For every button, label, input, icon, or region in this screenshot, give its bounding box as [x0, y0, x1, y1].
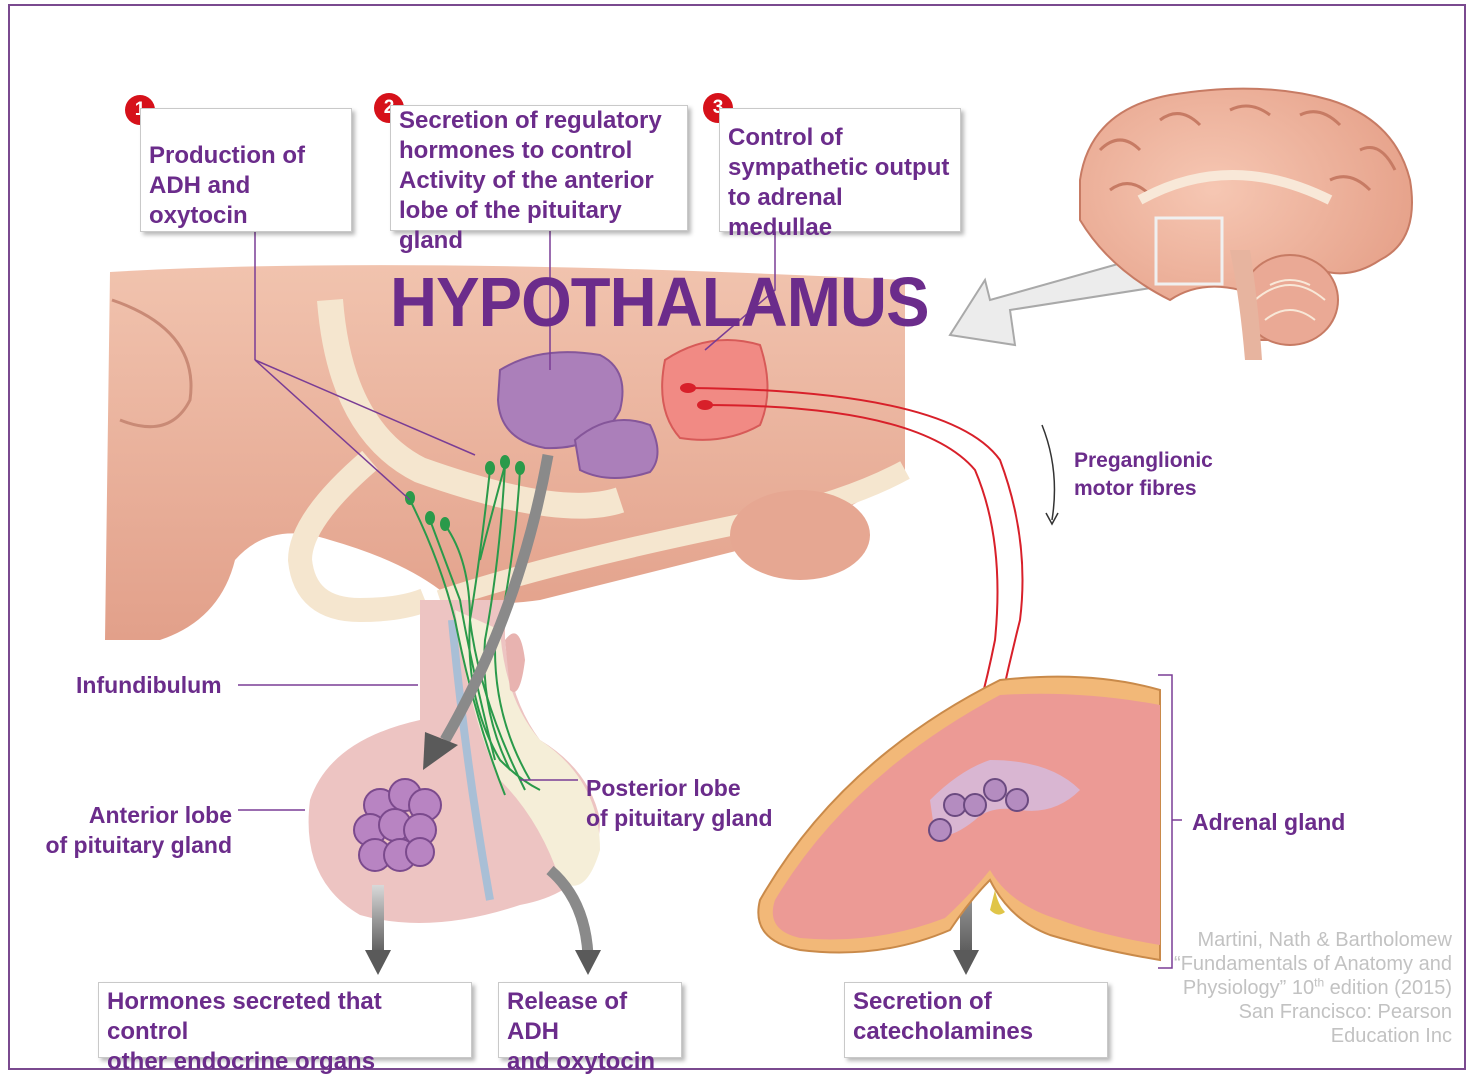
- function-box-regulatory-hormones: Secretion of regulatory hormones to cont…: [390, 105, 688, 254]
- label-line: Anterior lobe: [88, 802, 232, 828]
- output-text-line: and oxytocin: [507, 1048, 656, 1075]
- adrenal-bracket: [1158, 674, 1182, 969]
- figure-frame: [8, 4, 1466, 1070]
- output-box-hormones: Hormones secreted that control other end…: [98, 982, 472, 1075]
- credit-superscript: th: [1314, 975, 1325, 990]
- function-text-line: to adrenal medullae: [728, 184, 843, 241]
- preganglionic-label: Preganglionic motor fibres: [1074, 447, 1213, 503]
- function-box-sympathetic-output: Control of sympathetic output to adrenal…: [719, 108, 961, 241]
- credit-line: Education Inc: [1330, 1025, 1452, 1047]
- credit-line: San Francisco: Pearson: [1238, 1001, 1452, 1023]
- fibre-cell-bodies: [680, 383, 713, 410]
- function-text-line: hormones to control: [399, 137, 633, 164]
- function-text-line: Secretion of regulatory: [399, 107, 662, 134]
- credit-line: Physiology” 10th edition (2015): [1140, 976, 1452, 1000]
- function-text-line: sympathetic output: [728, 154, 950, 181]
- neuron-cell-bodies: [405, 455, 525, 531]
- label-line: motor fibres: [1074, 477, 1197, 500]
- source-credit: Martini, Nath & Bartholomew “Fundamental…: [1140, 928, 1452, 1048]
- anterior-lobe-cells: [353, 778, 442, 872]
- nucleus-regulatory: [496, 351, 659, 480]
- label-line: Posterior lobe: [586, 775, 741, 801]
- output-text-line: Secretion of: [853, 988, 992, 1015]
- anterior-lobe-label: Anterior lobe of pituitary gland: [30, 800, 232, 860]
- credit-line: “Fundamentals of Anatomy and: [1174, 953, 1452, 975]
- output-text-line: Release of ADH: [507, 988, 628, 1045]
- output-box-adh-release: Release of ADH and oxytocin: [498, 982, 682, 1075]
- zoom-arrow: [948, 253, 1172, 347]
- function-text-line: Production of: [149, 142, 305, 169]
- credit-line: Martini, Nath & Bartholomew: [1197, 929, 1452, 951]
- credit-text: edition (2015): [1324, 977, 1452, 999]
- adrenal-gland-label: Adrenal gland: [1192, 809, 1346, 835]
- page-title: HYPOTHALAMUS: [390, 263, 930, 341]
- output-text-line: Hormones secreted that control: [107, 988, 382, 1045]
- label-line: of pituitary gland: [586, 805, 773, 831]
- function-text-line: Activity of the anterior: [399, 167, 654, 194]
- nucleus-sympathetic: [661, 339, 769, 441]
- credit-text: Physiology” 10: [1182, 977, 1315, 999]
- adrenal-chromaffin-cells: [928, 778, 1029, 842]
- function-text-line: Control of: [728, 124, 843, 151]
- output-text-line: other endocrine organs: [107, 1048, 376, 1075]
- fibre-direction-arrow: [1041, 424, 1059, 526]
- function-box-adh-oxytocin: Production of ADH and oxytocin: [140, 108, 352, 232]
- label-line: Preganglionic: [1074, 449, 1213, 472]
- function-text-line: lobe of the pituitary gland: [399, 197, 622, 254]
- label-line: of pituitary gland: [45, 832, 232, 858]
- adrenal-gland: [757, 675, 1161, 962]
- brain-thumbnail: [1079, 87, 1413, 360]
- output-text-line: catecholamines: [853, 1018, 1034, 1045]
- function-text-line: ADH and oxytocin: [149, 172, 251, 229]
- posterior-lobe-label: Posterior lobe of pituitary gland: [586, 773, 773, 833]
- output-box-catecholamines: Secretion of catecholamines: [844, 982, 1108, 1058]
- infundibulum-label: Infundibulum: [76, 672, 222, 698]
- leader-lines: [238, 215, 776, 811]
